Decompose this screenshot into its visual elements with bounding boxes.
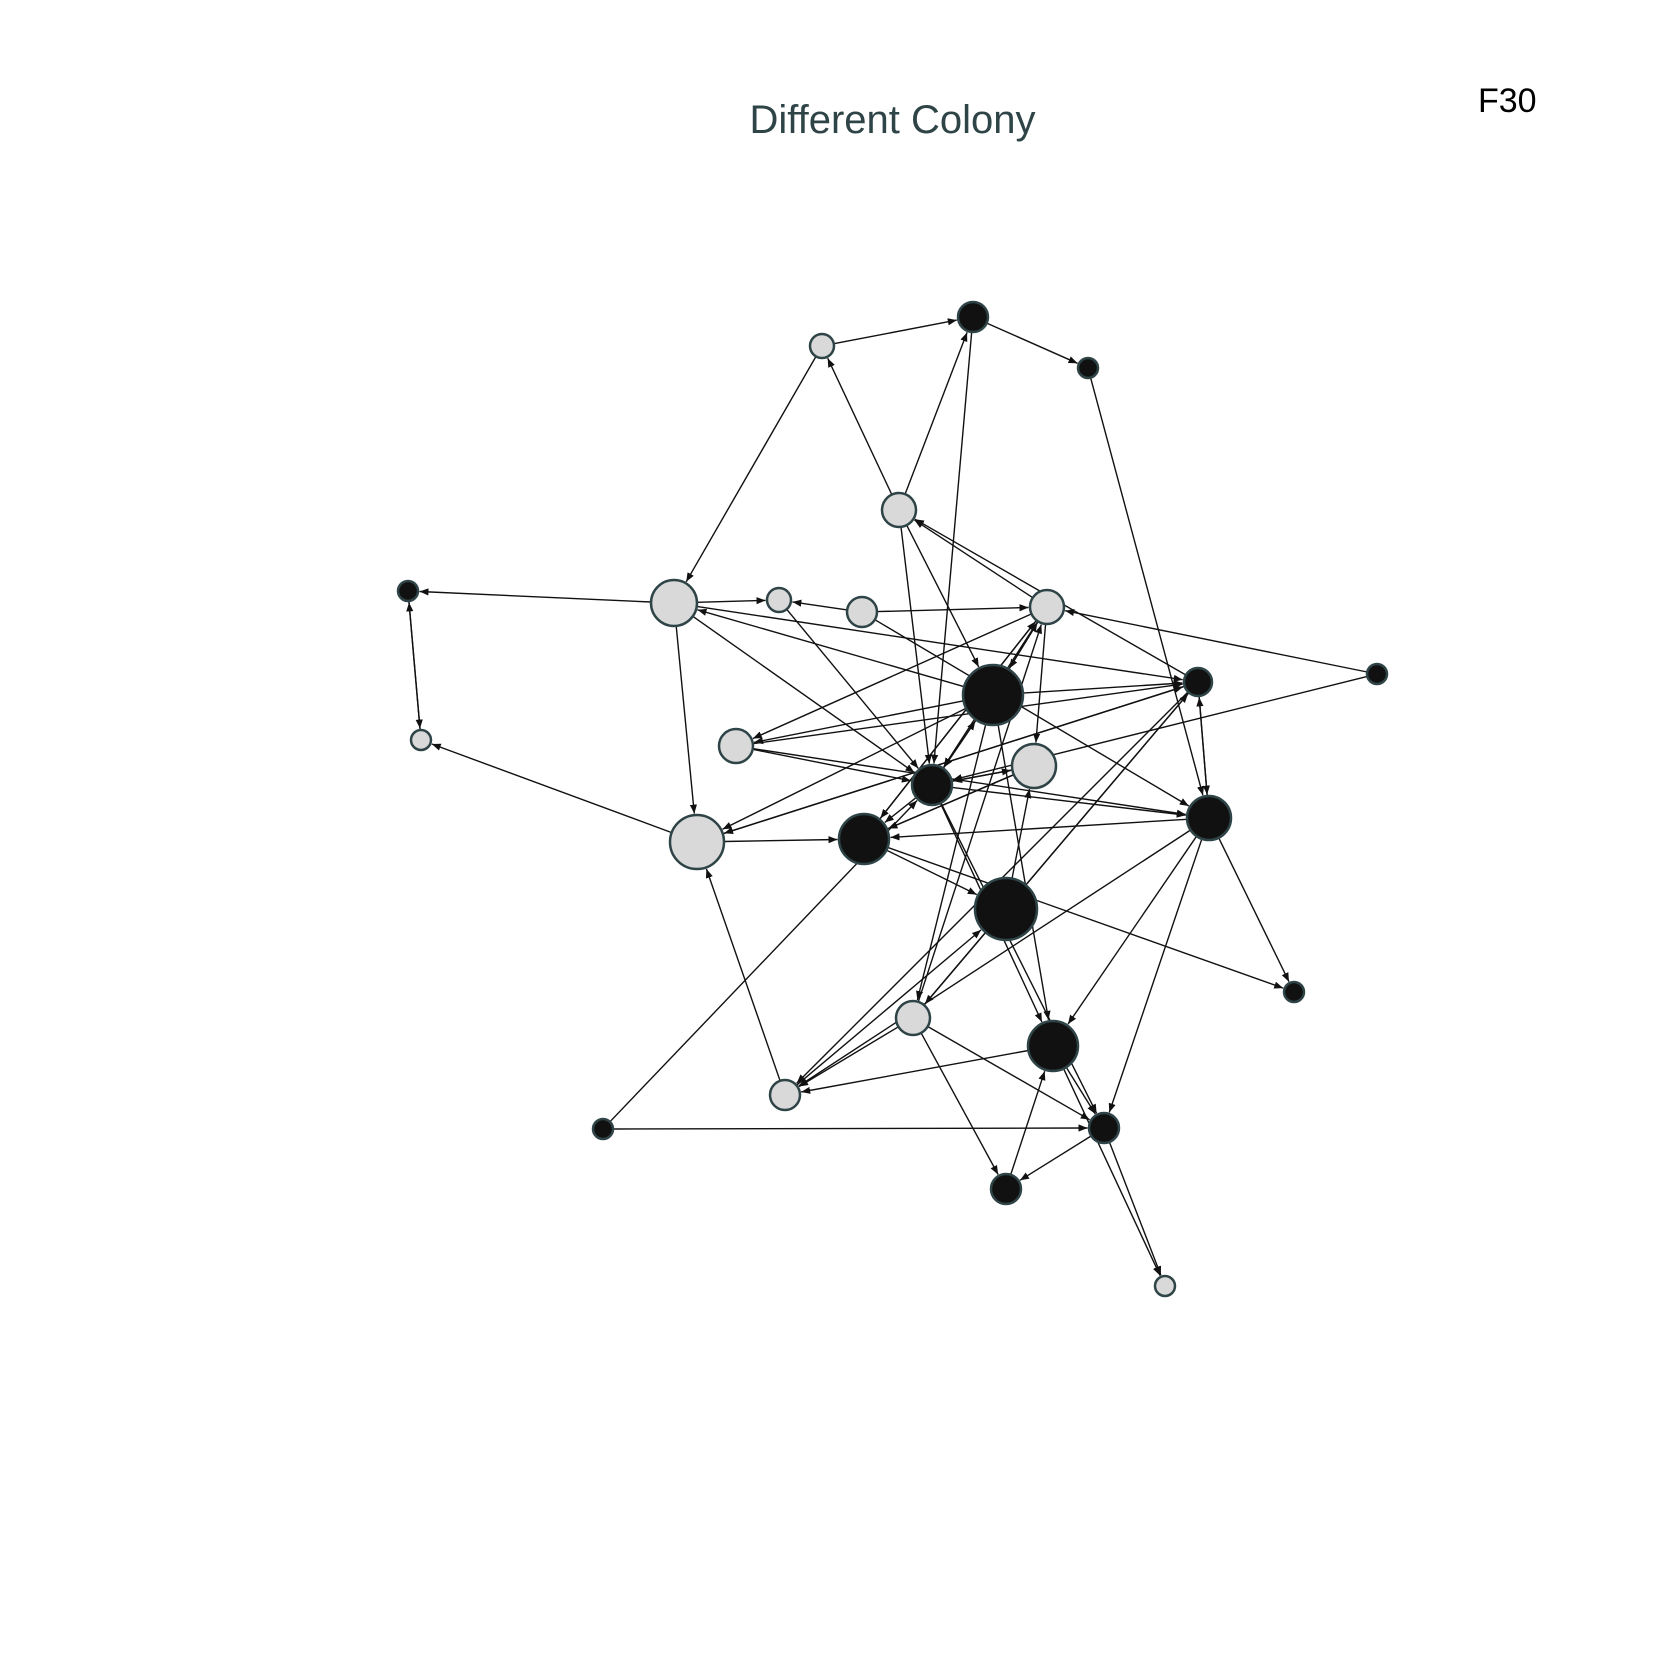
node-n18 xyxy=(668,813,726,871)
figure-title: Different Colony xyxy=(749,98,1036,142)
node-n21 xyxy=(1282,980,1306,1004)
edge-n12-n14 xyxy=(753,700,964,745)
node-n26 xyxy=(989,1172,1023,1206)
node-n17 xyxy=(1185,794,1233,842)
node-n4 xyxy=(880,491,918,529)
node-n8 xyxy=(845,595,879,629)
edge-n9-n15 xyxy=(1033,623,1047,743)
node-n24 xyxy=(768,1078,802,1112)
edge-n4-n13 xyxy=(900,526,932,764)
edge-n15-n19 xyxy=(888,774,1015,830)
node-n11 xyxy=(409,728,433,752)
edge-n23-n24 xyxy=(801,1049,1029,1094)
edge-n8-n7 xyxy=(792,599,848,611)
node-n19 xyxy=(837,812,891,866)
edge-n22-n25 xyxy=(927,1025,1091,1121)
node-n2 xyxy=(808,332,836,360)
edge-n6-n18 xyxy=(675,625,698,814)
edge-n14-n13 xyxy=(752,748,912,783)
node-n13 xyxy=(910,763,954,807)
node-n28 xyxy=(1153,1274,1177,1298)
node-n16 xyxy=(1182,666,1214,698)
node-n23 xyxy=(1026,1019,1080,1073)
node-n22 xyxy=(894,999,932,1037)
edge-n12-n9 xyxy=(1008,622,1038,670)
edge-layer xyxy=(406,318,1368,1276)
edge-n17-n25 xyxy=(1108,838,1203,1113)
node-n1 xyxy=(956,300,990,334)
edge-n22-n26 xyxy=(920,1032,999,1175)
edge-n19-n21 xyxy=(887,846,1284,989)
edge-n17-n23 xyxy=(1067,835,1198,1025)
edge-n8-n9 xyxy=(876,604,1029,613)
node-n6 xyxy=(649,578,699,628)
edge-n17-n16 xyxy=(1196,697,1208,797)
node-n15 xyxy=(1010,742,1058,790)
edge-n12-n22 xyxy=(916,723,987,1001)
edge-n25-n28 xyxy=(1108,1141,1162,1276)
edge-n12-n18 xyxy=(722,707,967,830)
edge-n9-n14 xyxy=(752,613,1032,740)
edge-n17-n21 xyxy=(1218,837,1290,983)
edge-n18-n19 xyxy=(723,836,838,844)
edge-n6-n7 xyxy=(696,597,766,605)
edge-n18-n11 xyxy=(431,743,672,834)
node-n10 xyxy=(1365,662,1389,686)
edge-n5-n11 xyxy=(408,600,423,729)
node-n25 xyxy=(1087,1111,1121,1145)
edge-n12-n23 xyxy=(997,724,1051,1021)
node-n20 xyxy=(973,876,1039,942)
node-n9 xyxy=(1028,588,1066,626)
edge-n14-n17 xyxy=(752,747,1186,817)
edge-n6-n5 xyxy=(419,588,652,603)
edge-n15-n13 xyxy=(952,769,1013,783)
edge-n16-n22 xyxy=(924,692,1190,1005)
edge-n20-n15 xyxy=(1011,788,1032,879)
edge-n19-n20 xyxy=(886,849,978,896)
edge-n2-n1 xyxy=(833,318,957,345)
edge-n23-n28 xyxy=(1062,1068,1161,1276)
edge-n13-n17 xyxy=(951,786,1186,818)
edge-n6-n13 xyxy=(692,615,915,774)
edge-n17-n19 xyxy=(890,818,1188,841)
edge-n1-n3 xyxy=(986,322,1078,364)
edge-n8-n17 xyxy=(874,619,1190,807)
edge-n22-n24 xyxy=(798,1026,899,1088)
edge-n4-n1 xyxy=(904,332,968,495)
edge-n9-n19 xyxy=(879,619,1038,819)
node-n7 xyxy=(765,586,793,614)
edge-n2-n6 xyxy=(685,356,817,583)
edge-n3-n17 xyxy=(1089,377,1205,796)
edge-n23-n25 xyxy=(1065,1066,1096,1115)
node-n14 xyxy=(717,727,755,765)
edge-n12-n16 xyxy=(1022,679,1183,694)
edge-n18-n16 xyxy=(722,686,1184,835)
edge-n25-n26 xyxy=(1019,1135,1092,1181)
edge-n14-n16 xyxy=(752,681,1183,745)
node-n5 xyxy=(396,579,420,603)
edge-n24-n18 xyxy=(705,868,781,1082)
edge-n24-n20 xyxy=(796,929,982,1086)
panel-label: F30 xyxy=(1478,82,1537,120)
edge-n4-n2 xyxy=(827,357,893,495)
node-n27 xyxy=(591,1117,615,1141)
edge-n27-n25 xyxy=(612,1124,1088,1132)
edge-n9-n4 xyxy=(914,519,1034,599)
edge-n26-n23 xyxy=(1010,1070,1046,1175)
edge-n10-n9 xyxy=(1064,608,1368,673)
edge-n12-n6 xyxy=(697,608,965,688)
edge-n1-n13 xyxy=(931,331,973,764)
edge-n12-n13 xyxy=(943,719,977,768)
node-n3 xyxy=(1076,356,1100,380)
edge-n17-n24 xyxy=(798,829,1191,1087)
edge-n6-n16 xyxy=(696,605,1183,682)
node-n12 xyxy=(961,663,1025,727)
edge-n7-n13 xyxy=(786,608,919,769)
node-layer xyxy=(396,300,1389,1298)
